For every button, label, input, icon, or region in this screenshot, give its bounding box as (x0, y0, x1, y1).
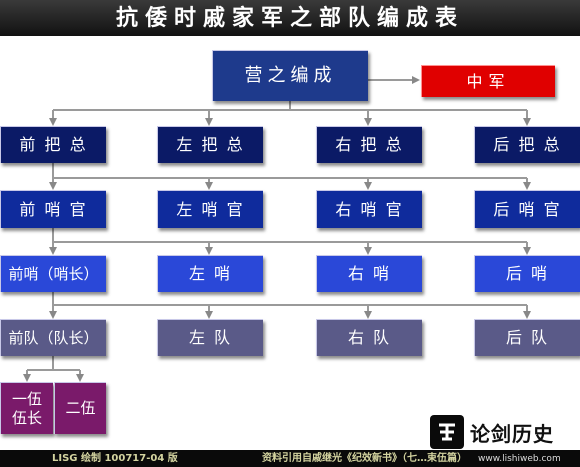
front-dui-node: 前队（队长） (0, 319, 106, 356)
brand-url: www.lishiweb.com (478, 454, 561, 464)
left-bazong-node: 左 把 总 (157, 126, 263, 163)
footer-bar: LISG 绘制 100717-04 版 资料引用自戚继光《纪效新书》（七…束伍篇… (0, 450, 580, 467)
camp-formation-node: 营之编成 (212, 50, 368, 101)
right-bazong-node: 右 把 总 (316, 126, 422, 163)
footer-author: LISG 绘制 100717-04 版 (52, 453, 178, 464)
front-bazong-node: 前 把 总 (0, 126, 106, 163)
wu-two-node: 二伍 (54, 382, 106, 434)
left-dui-node: 左 队 (157, 319, 263, 356)
rear-shaoguan-node: 后 哨 官 (474, 190, 580, 228)
site-watermark: 论剑历史 (430, 412, 580, 452)
right-shao-node: 右 哨 (316, 255, 422, 292)
right-shaoguan-node: 右 哨 官 (316, 190, 422, 228)
wu-one-node: 一伍 伍长 (0, 382, 53, 434)
front-shaoguan-node: 前 哨 官 (0, 190, 106, 228)
right-dui-node: 右 队 (316, 319, 422, 356)
brand-name: 论剑历史 (470, 421, 554, 446)
front-shao-node: 前哨（哨长） (0, 255, 106, 292)
wu-one-label: 一伍 (11, 389, 42, 408)
rear-shao-node: 后 哨 (474, 255, 580, 292)
left-shaoguan-node: 左 哨 官 (157, 190, 263, 228)
rear-bazong-node: 后 把 总 (474, 126, 580, 163)
left-shao-node: 左 哨 (157, 255, 263, 292)
zhongjun-node: 中军 (421, 65, 555, 97)
diagram-title: 抗倭时戚家军之部队编成表 (0, 0, 580, 36)
brand-logo-icon (430, 415, 464, 449)
footer-source: 资料引用自戚继光《纪效新书》（七…束伍篇） (262, 453, 467, 464)
rear-dui-node: 后 队 (474, 319, 580, 356)
wu-leader-label: 伍长 (11, 408, 42, 427)
